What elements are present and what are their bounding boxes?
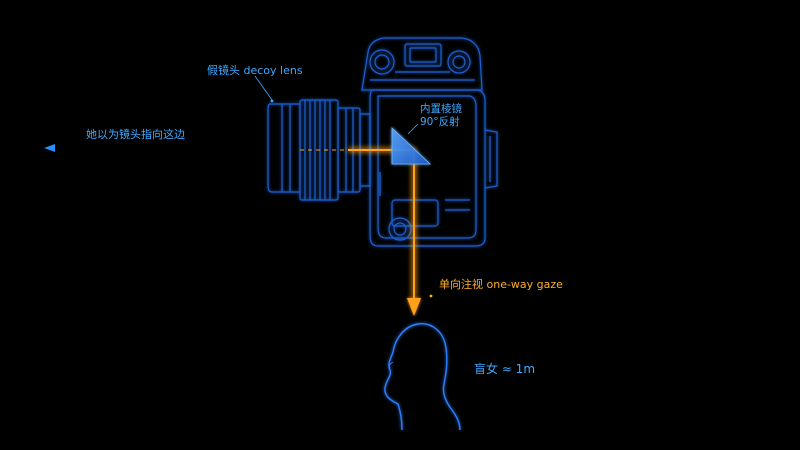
person-face-detail xyxy=(388,361,394,369)
prism-label-line2: 90°反射 xyxy=(420,116,460,128)
arrow-down-icon xyxy=(407,298,421,316)
prism-label: 内置棱镜 90°反射 xyxy=(420,103,462,129)
pointing-direction-label: 她以为镜头指向这边 xyxy=(86,128,185,141)
person-distance-label: 盲女 ≈ 1m xyxy=(474,362,536,376)
leader-lines xyxy=(254,75,419,135)
camera-body xyxy=(361,37,498,247)
prism-label-line1: 内置棱镜 xyxy=(420,103,462,115)
person-silhouette-icon xyxy=(384,323,461,431)
decoy-lens-label: 假镜头 decoy lens xyxy=(207,64,303,77)
pointing-ray xyxy=(44,144,270,152)
one-way-gaze-label: 单向注视 one-way gaze xyxy=(439,278,563,291)
arrow-left-icon xyxy=(44,144,55,152)
prism-icon xyxy=(391,127,432,165)
